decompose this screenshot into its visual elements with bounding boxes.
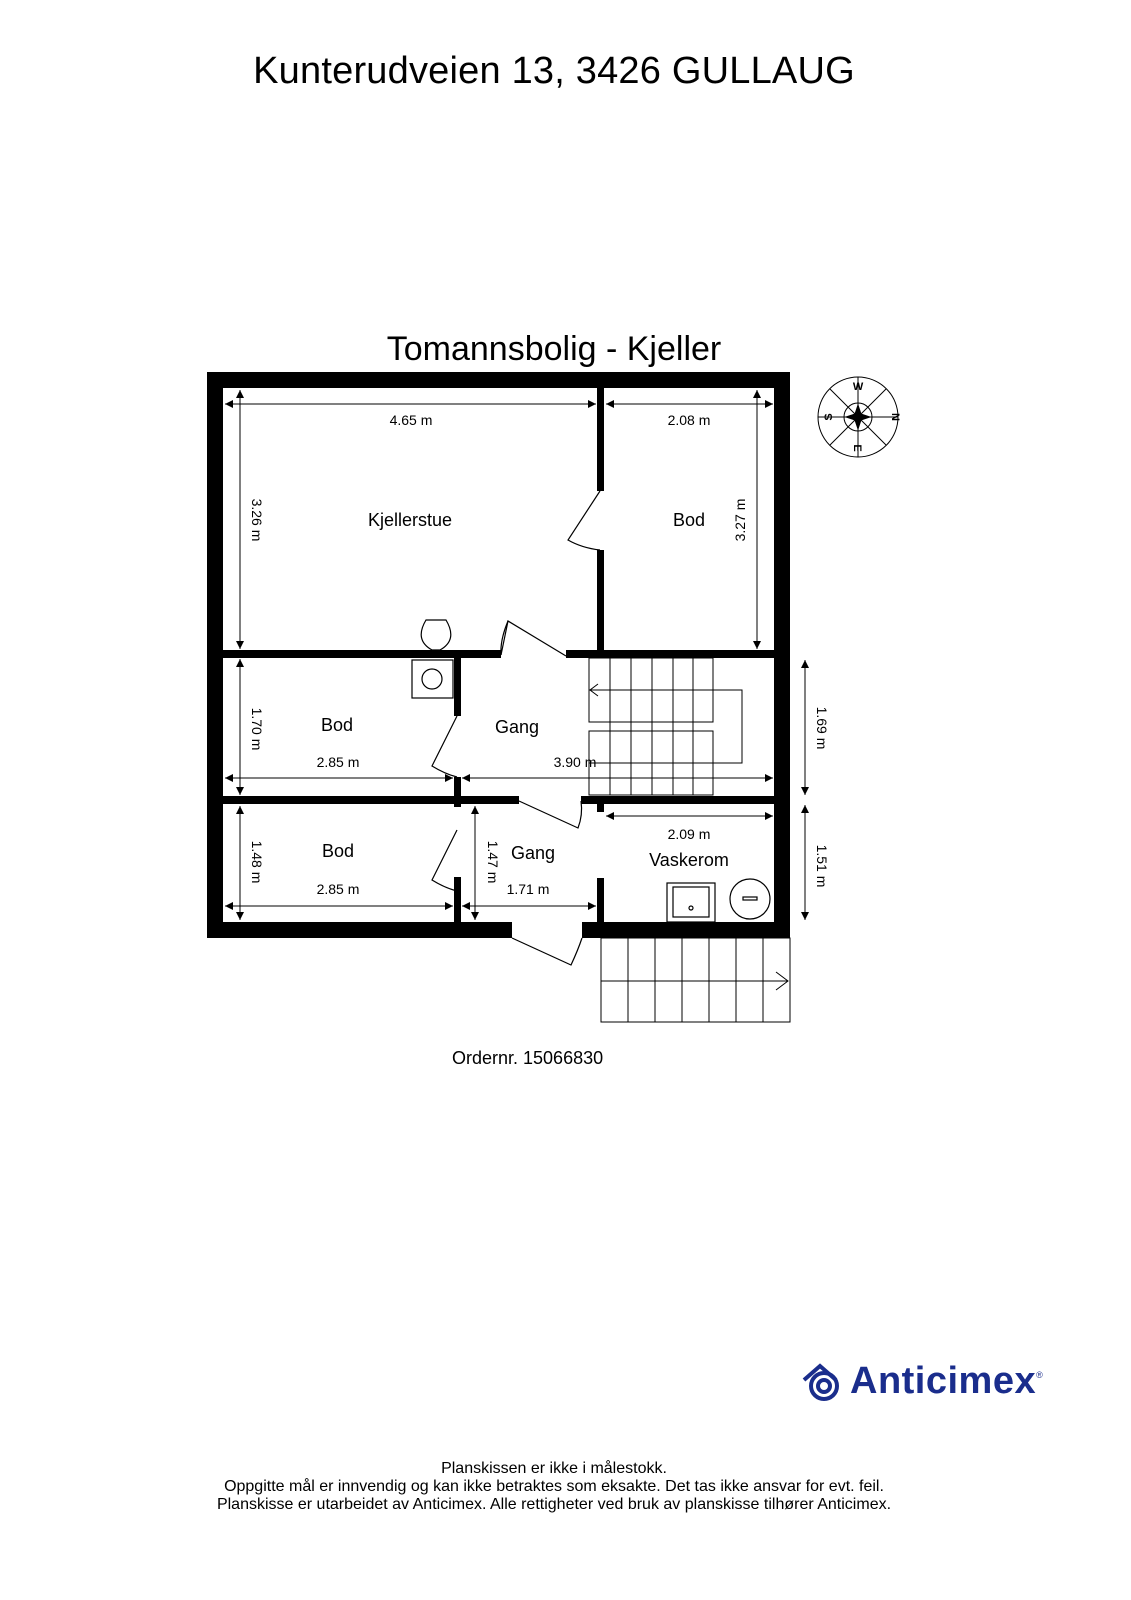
brand-name: Anticimex [850, 1360, 1037, 1402]
registered-mark: ® [1036, 1370, 1043, 1380]
room-label-bod-3: Bod [322, 841, 354, 861]
compass-w: W [853, 381, 864, 393]
compass-icon: W N S E [817, 376, 901, 458]
dim-bod2-height: 1.70 m [249, 708, 265, 751]
toilet-icon [420, 619, 452, 651]
staircase-internal [588, 657, 743, 796]
room-label-gang-1: Gang [495, 717, 539, 737]
dim-bod1-height: 3.27 m [732, 499, 748, 542]
anticimex-logo: Anticimex ® [800, 1360, 1043, 1403]
dim-bod3-height: 1.48 m [249, 841, 265, 884]
compass-s: S [823, 413, 835, 420]
dimension-lines [225, 390, 809, 920]
anticimex-emblem-icon [802, 1362, 839, 1401]
room-label-bod-1: Bod [673, 510, 705, 530]
address-title: Kunterudveien 13, 3426 GULLAUG [253, 50, 855, 92]
walls [207, 372, 790, 938]
dim-gang1-width: 3.90 m [554, 754, 597, 770]
dim-gang2-height: 1.47 m [485, 841, 501, 884]
dim-kjellerstue-width: 4.65 m [390, 412, 433, 428]
compass-n: N [889, 413, 901, 421]
room-label-kjellerstue: Kjellerstue [368, 510, 452, 530]
sink-icon [666, 882, 716, 923]
dim-bod2-width: 2.85 m [317, 754, 360, 770]
water-heater-icon [729, 878, 771, 920]
disclaimer-line-2: Oppgitte mål er innvendig og kan ikke be… [224, 1478, 884, 1495]
room-label-gang-2: Gang [511, 843, 555, 863]
dim-gang1-height: 1.69 m [814, 707, 830, 750]
room-label-bod-2: Bod [321, 715, 353, 735]
dim-vaskerom-height: 1.51 m [814, 845, 830, 888]
disclaimer: Planskissen er ikke i målestokk. Oppgitt… [0, 1460, 1108, 1514]
dim-gang2-width: 1.71 m [507, 881, 550, 897]
fixtures [411, 619, 771, 923]
compass-e: E [851, 444, 863, 451]
doors [431, 490, 601, 966]
disclaimer-line-3: Planskisse er utarbeidet av Anticimex. A… [216, 1496, 892, 1513]
dim-vaskerom-width: 2.09 m [668, 826, 711, 842]
staircase-external [600, 937, 791, 1023]
dim-kjellerstue-height: 3.26 m [249, 499, 265, 542]
order-number: Ordernr. 15066830 [452, 1048, 604, 1068]
disclaimer-line-1: Planskissen er ikke i målestokk. [441, 1460, 667, 1477]
dim-bod1-width: 2.08 m [668, 412, 711, 428]
dim-bod3-width: 2.85 m [317, 881, 360, 897]
room-label-vaskerom: Vaskerom [649, 850, 729, 870]
plan-title: Tomannsbolig - Kjeller [386, 330, 722, 368]
drain-icon [411, 659, 454, 699]
